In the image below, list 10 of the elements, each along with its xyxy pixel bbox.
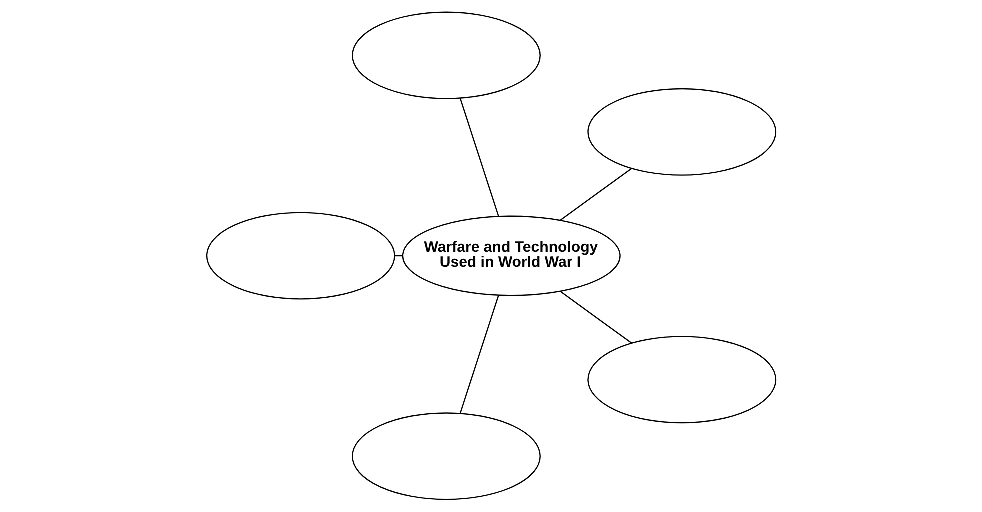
connector <box>560 168 632 221</box>
node-ellipse <box>206 212 395 300</box>
node-ellipse <box>587 88 776 176</box>
connector <box>459 98 499 217</box>
connector <box>459 295 499 414</box>
node-ellipse: Warfare and Technology Used in World War I <box>402 216 620 296</box>
connector <box>560 291 632 344</box>
node-ellipse <box>587 336 776 424</box>
node-ellipse <box>352 12 540 100</box>
node-ellipse <box>352 412 540 500</box>
